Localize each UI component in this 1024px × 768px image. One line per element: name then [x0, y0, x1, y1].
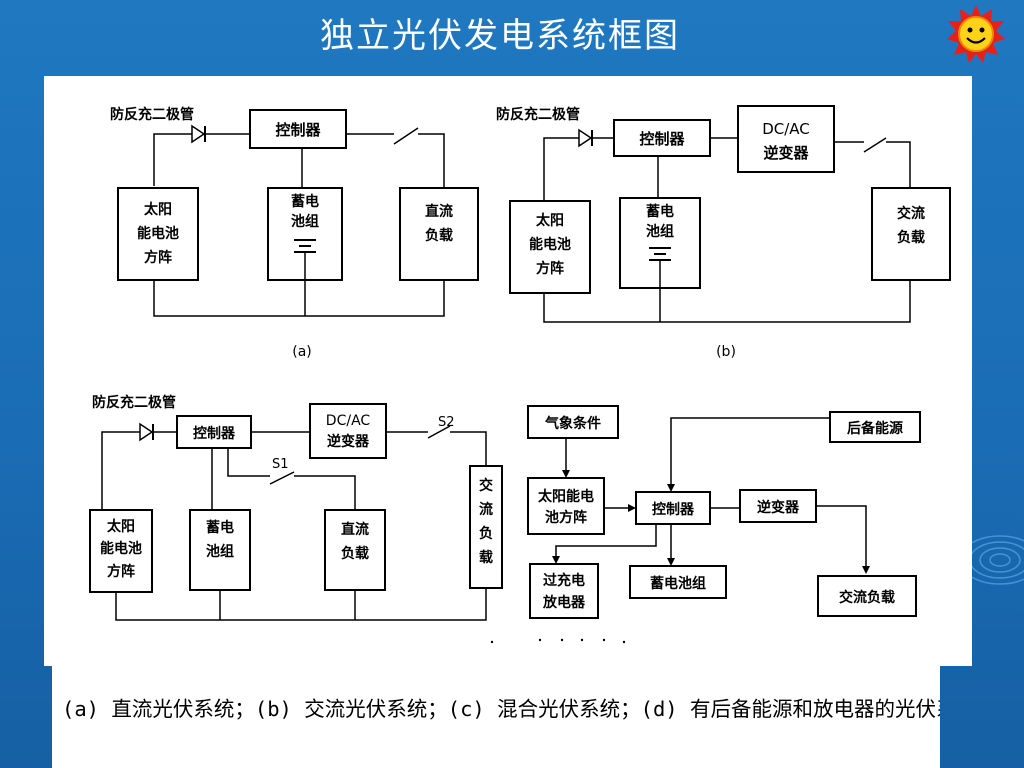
- diode-b: [578, 128, 593, 148]
- backup-energy-box-d: [829, 411, 921, 443]
- diode-a: [191, 124, 206, 144]
- ac-load-label-d: 交流负载: [839, 589, 895, 606]
- inverter-box-c: [309, 403, 387, 459]
- solar-array-text-d: 太阳能电: [538, 488, 594, 505]
- switch-b: [863, 137, 887, 153]
- battery-text-c: 蓄电: [206, 519, 234, 536]
- controller-label-d: 控制器: [652, 501, 695, 518]
- inverter-label-d: 逆变器: [757, 499, 800, 516]
- switch-a: [393, 127, 419, 145]
- pv-system-block-diagram: 防反充二极管 控制器 太阳 能电池 方阵 蓄电 池组 直流 负载 (a): [89, 105, 951, 644]
- solar-array-text-c: 太阳: [107, 518, 135, 535]
- solar-array-text-b: 方阵: [536, 260, 564, 277]
- controller-box-a: [249, 109, 347, 149]
- solar-array-text-a: 太阳: [144, 201, 172, 218]
- dotted-line-d: [490, 638, 626, 644]
- controller-label-c: 控制器: [193, 425, 236, 442]
- inverter-box-b: [737, 105, 835, 173]
- solar-array-box-a: [117, 187, 199, 281]
- slide-title: 独立光伏发电系统框图: [320, 16, 680, 56]
- dc-load-text-c: 直流: [341, 521, 369, 538]
- dc-load-text-c: 负载: [341, 545, 369, 562]
- solar-array-box-c: [89, 509, 153, 593]
- battery-text-a: 蓄电: [291, 193, 319, 210]
- solar-array-text-c: 能电池: [100, 540, 142, 557]
- solar-array-text-b: 能电池: [529, 236, 571, 253]
- battery-text-b: 池组: [646, 223, 674, 240]
- solar-array-box-b: [509, 200, 591, 294]
- diode-label-b: 防反充二极管: [496, 106, 580, 123]
- figure-caption: (a) 直流光伏系统；(b) 交流光伏系统；(c) 混合光伏系统；(d) 有后备…: [52, 666, 940, 768]
- switch-s2-label: S2: [438, 415, 455, 430]
- inverter-text-b: DC/AC: [762, 120, 810, 138]
- smiling-sun-icon: [947, 5, 1005, 63]
- discharger-text-d: 放电器: [542, 594, 586, 611]
- ac-load-text-c: 流: [479, 501, 493, 518]
- diagram-c: 防反充二极管 控制器 DC/AC 逆变器 S2 S1 太阳 能电池 方阵 蓄电 …: [89, 394, 503, 621]
- solar-array-box-d: [527, 477, 605, 535]
- ac-load-text-b: 负载: [897, 229, 925, 246]
- battery-label-d: 蓄电池组: [650, 575, 706, 592]
- diagram-label-a: (a): [292, 344, 312, 360]
- ac-load-text-c: 负: [479, 525, 493, 542]
- solar-array-text-a: 能电池: [137, 225, 179, 242]
- discharger-text-d: 过充电: [543, 572, 585, 589]
- solar-array-text-b: 太阳: [536, 212, 564, 229]
- weather-label-d: 气象条件: [544, 415, 601, 432]
- switch-s1: [269, 471, 295, 485]
- dc-load-box-a: [399, 187, 479, 281]
- solar-array-text-a: 方阵: [144, 249, 172, 266]
- dc-load-box-c: [324, 509, 386, 591]
- controller-box-c: [176, 415, 252, 449]
- switch-s2: [427, 425, 451, 439]
- diode-label-c: 防反充二极管: [92, 394, 176, 411]
- switch-s1-label: S1: [272, 457, 289, 472]
- controller-label-a: 控制器: [275, 121, 321, 139]
- battery-symbol-b: [649, 247, 671, 288]
- ac-load-text-c: 载: [479, 549, 493, 566]
- solar-array-text-c: 方阵: [107, 563, 135, 580]
- backup-energy-label-d: 后备能源: [847, 420, 903, 437]
- ac-load-text-b: 交流: [897, 205, 925, 222]
- weather-box-d: [527, 405, 619, 439]
- discharger-box-d: [529, 563, 599, 619]
- diagram-label-b: (b): [716, 344, 736, 360]
- ac-load-text-c: 交: [479, 477, 493, 494]
- diode-label-a: 防反充二极管: [110, 106, 194, 123]
- diagram-b: 防反充二极管 控制器 DC/AC 逆变器 太阳 能电池 方阵 蓄电 池组 交流: [496, 105, 951, 360]
- battery-text-a: 池组: [291, 213, 319, 230]
- ac-load-box-b: [871, 187, 951, 281]
- dc-load-text-a: 直流: [425, 203, 453, 220]
- inverter-text-c: 逆变器: [327, 433, 370, 450]
- diagram-a: 防反充二极管 控制器 太阳 能电池 方阵 蓄电 池组 直流 负载 (a): [110, 106, 479, 360]
- inverter-text-c: DC/AC: [326, 413, 371, 429]
- controller-box-d: [635, 491, 711, 525]
- battery-box-d: [629, 565, 727, 599]
- battery-symbol-a: [294, 239, 316, 280]
- dc-load-text-a: 负载: [425, 227, 453, 244]
- battery-text-b: 蓄电: [646, 203, 674, 220]
- controller-label-b: 控制器: [639, 130, 685, 148]
- ac-load-box-d: [817, 575, 917, 617]
- inverter-box-d: [739, 489, 817, 523]
- battery-text-c: 池组: [206, 543, 234, 560]
- solar-array-text-d: 池方阵: [545, 509, 587, 526]
- inverter-text-b: 逆变器: [763, 144, 809, 162]
- diagram-panel: 防反充二极管 控制器 太阳 能电池 方阵 蓄电 池组 直流 负载 (a): [44, 76, 972, 666]
- diode-c: [139, 422, 154, 442]
- diagram-d: 气象条件 后备能源 太阳能电 池方阵 控制器 逆变器 过充电 放电器 蓄电池组 …: [490, 405, 921, 644]
